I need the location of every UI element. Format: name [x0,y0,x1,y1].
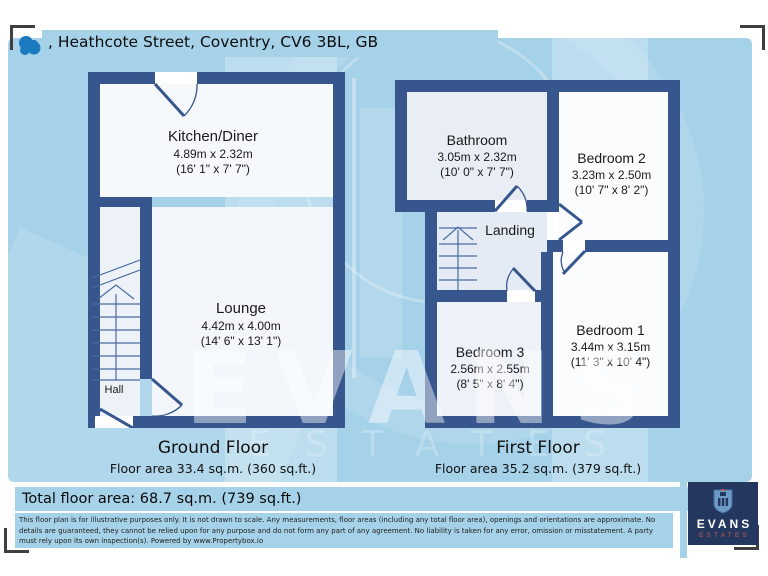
room-bedroom3 [437,302,541,416]
room-name: Bedroom 3 [455,344,525,360]
room-dims-imperial: (11' 3" x 10' 4") [570,354,651,369]
room-dims-imperial: (10' 7" x 8' 2") [574,182,649,197]
room-dims-metric: 2.56m x 2.55m [450,361,530,376]
room-name: Bathroom [446,132,508,148]
total-area-strip [15,487,697,511]
background-edge-strip [680,482,687,558]
wall [395,200,495,212]
corner-mark-top-left [10,25,35,50]
floor-title: Ground Floor [157,438,269,458]
room-dims-metric: 3.23m x 2.50m [571,167,652,182]
wall [541,252,553,428]
watermark-crest-line [352,78,356,378]
room-name: Kitchen/Diner [167,128,259,145]
wall [668,80,680,428]
room-dims-metric: 4.89m x 2.32m [173,146,253,161]
room-dims-metric: 3.05m x 2.32m [437,149,517,164]
first-floor-caption: First Floor Floor area 35.2 sq.m. (379 s… [408,438,668,476]
evans-crest-icon [713,489,733,514]
page-title: , Heathcote Street, Coventry, CV6 3BL, G… [48,33,379,51]
wall [333,72,345,428]
wall [585,240,680,252]
wall [88,197,152,207]
room-dims-imperial: (10' 0" x 7' 7") [440,164,514,179]
wall [88,72,345,84]
bedroom1-label: Bedroom 1 3.44m x 3.15m (11' 3" x 10' 4"… [553,322,668,370]
wall [395,80,407,212]
wall [535,290,553,302]
landing-label: Landing [485,222,535,238]
disclaimer-strip [15,513,673,548]
ground-floor-plan: Kitchen/Diner 4.89m x 2.32m (16' 1" x 7'… [88,72,345,428]
logo-tagline: ESTATES [698,532,751,539]
room-kitchen-diner [100,84,333,197]
room-name: Lounge [215,300,267,317]
bedroom3-label: Bedroom 3 2.56m x 2.55m (8' 5" x 8' 4") [435,344,545,392]
room-dims-imperial: (14' 6" x 13' 1") [200,333,282,348]
room-dims-metric: 3.44m x 3.15m [570,339,651,354]
redacted-house-number-icon [19,36,41,55]
room-name: Bedroom 1 [576,322,645,338]
floor-title: First Floor [496,438,580,458]
room-hall [100,207,140,416]
first-floor-plan: Bathroom 3.05m x 2.32m (10' 0" x 7' 7") … [395,80,680,428]
evans-estates-logo: EVANS ESTATES [688,482,758,545]
room-dims-metric: 4.42m x 4.00m [201,318,281,333]
wall [437,290,507,302]
wall [547,240,563,252]
wall [88,72,100,428]
logo-name: EVANS [696,517,753,531]
room-landing [437,212,559,290]
wall [88,416,345,428]
bedroom2-label: Bedroom 2 3.23m x 2.50m (10' 7" x 8' 2") [555,150,668,198]
wall [547,80,559,212]
room-bathroom [407,92,547,200]
wall [395,80,680,92]
room-dims-imperial: (8' 5" x 8' 4") [456,376,524,391]
room-name: Bedroom 2 [577,150,646,166]
bathroom-label: Bathroom 3.05m x 2.32m (10' 0" x 7' 7") [407,132,547,180]
wall [140,197,152,379]
floor-area: Floor area 33.4 sq.m. (360 sq.ft.) [109,461,317,476]
title-highlight [42,30,498,57]
corner-mark-bottom-left [4,528,29,553]
room-dims-imperial: (16' 1" x 7' 7") [176,161,250,176]
hall-label: Hall [104,384,124,396]
wall [425,212,437,428]
ground-floor-caption: Ground Floor Floor area 33.4 sq.m. (360 … [87,438,339,476]
lounge-label: Lounge 4.42m x 4.00m (14' 6" x 13' 1") [146,300,336,349]
corner-mark-top-right [740,25,765,50]
kitchen-label: Kitchen/Diner 4.89m x 2.32m (16' 1" x 7'… [118,128,308,177]
disclaimer-text: This floor plan is for illustrative purp… [19,516,656,546]
total-floor-area: Total floor area: 68.7 sq.m. (739 sq.ft.… [22,491,302,507]
floor-area: Floor area 35.2 sq.m. (379 sq.ft.) [434,461,642,476]
room-bedroom1 [553,252,668,416]
